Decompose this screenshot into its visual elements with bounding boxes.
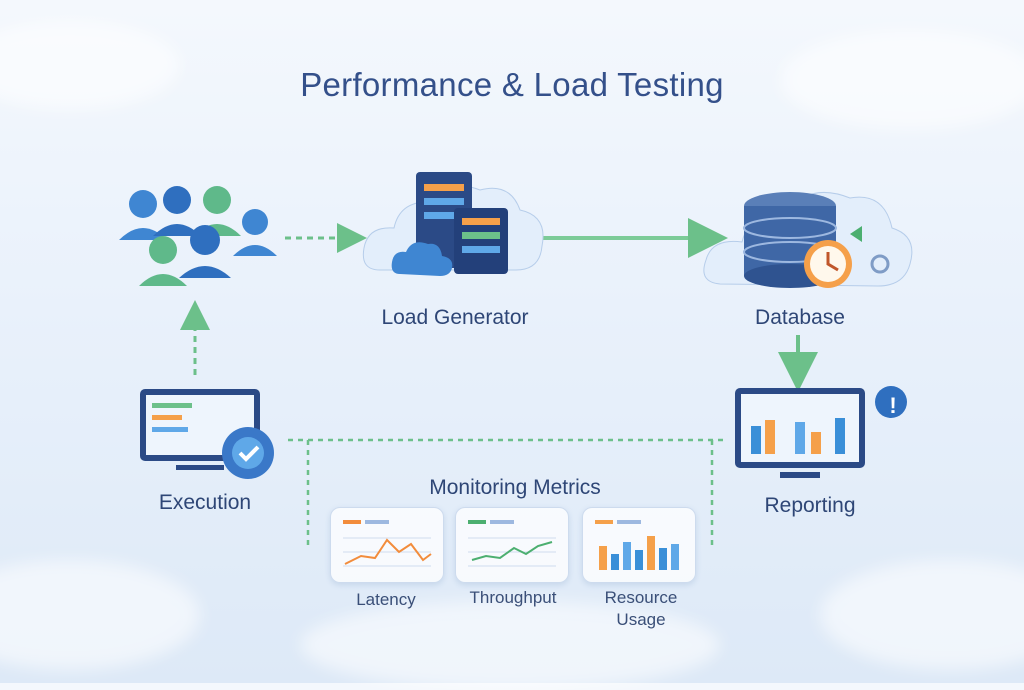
execution-label: Execution — [158, 491, 252, 514]
latency-label: Latency — [356, 590, 416, 609]
load-generator-icon — [362, 172, 544, 276]
latency-chart-icon — [343, 520, 432, 567]
resource-usage-card — [582, 507, 696, 583]
throughput-chart-icon — [468, 520, 556, 567]
resource-usage-chart-icon — [595, 520, 679, 570]
throughput-label: Throughput — [469, 588, 557, 607]
reporting-monitor-icon — [735, 386, 907, 478]
database-icon — [703, 191, 913, 288]
reporting-label: Reporting — [764, 494, 856, 517]
database-label: Database — [755, 306, 845, 329]
execution-monitor-icon — [140, 389, 274, 479]
alert-icon: ! — [889, 393, 897, 418]
monitoring-loop — [288, 438, 728, 550]
throughput-card — [455, 507, 569, 583]
resource-label-line2: Usage — [616, 610, 666, 629]
latency-card — [330, 507, 444, 583]
users-group-icon — [119, 186, 277, 286]
resource-usage-label: Resource Usage — [582, 587, 700, 631]
monitoring-heading: Monitoring Metrics — [429, 476, 601, 499]
resource-label-line1: Resource — [604, 588, 678, 607]
load-generator-label: Load Generator — [381, 306, 529, 329]
diagram-title: Performance & Load Testing — [300, 66, 724, 103]
